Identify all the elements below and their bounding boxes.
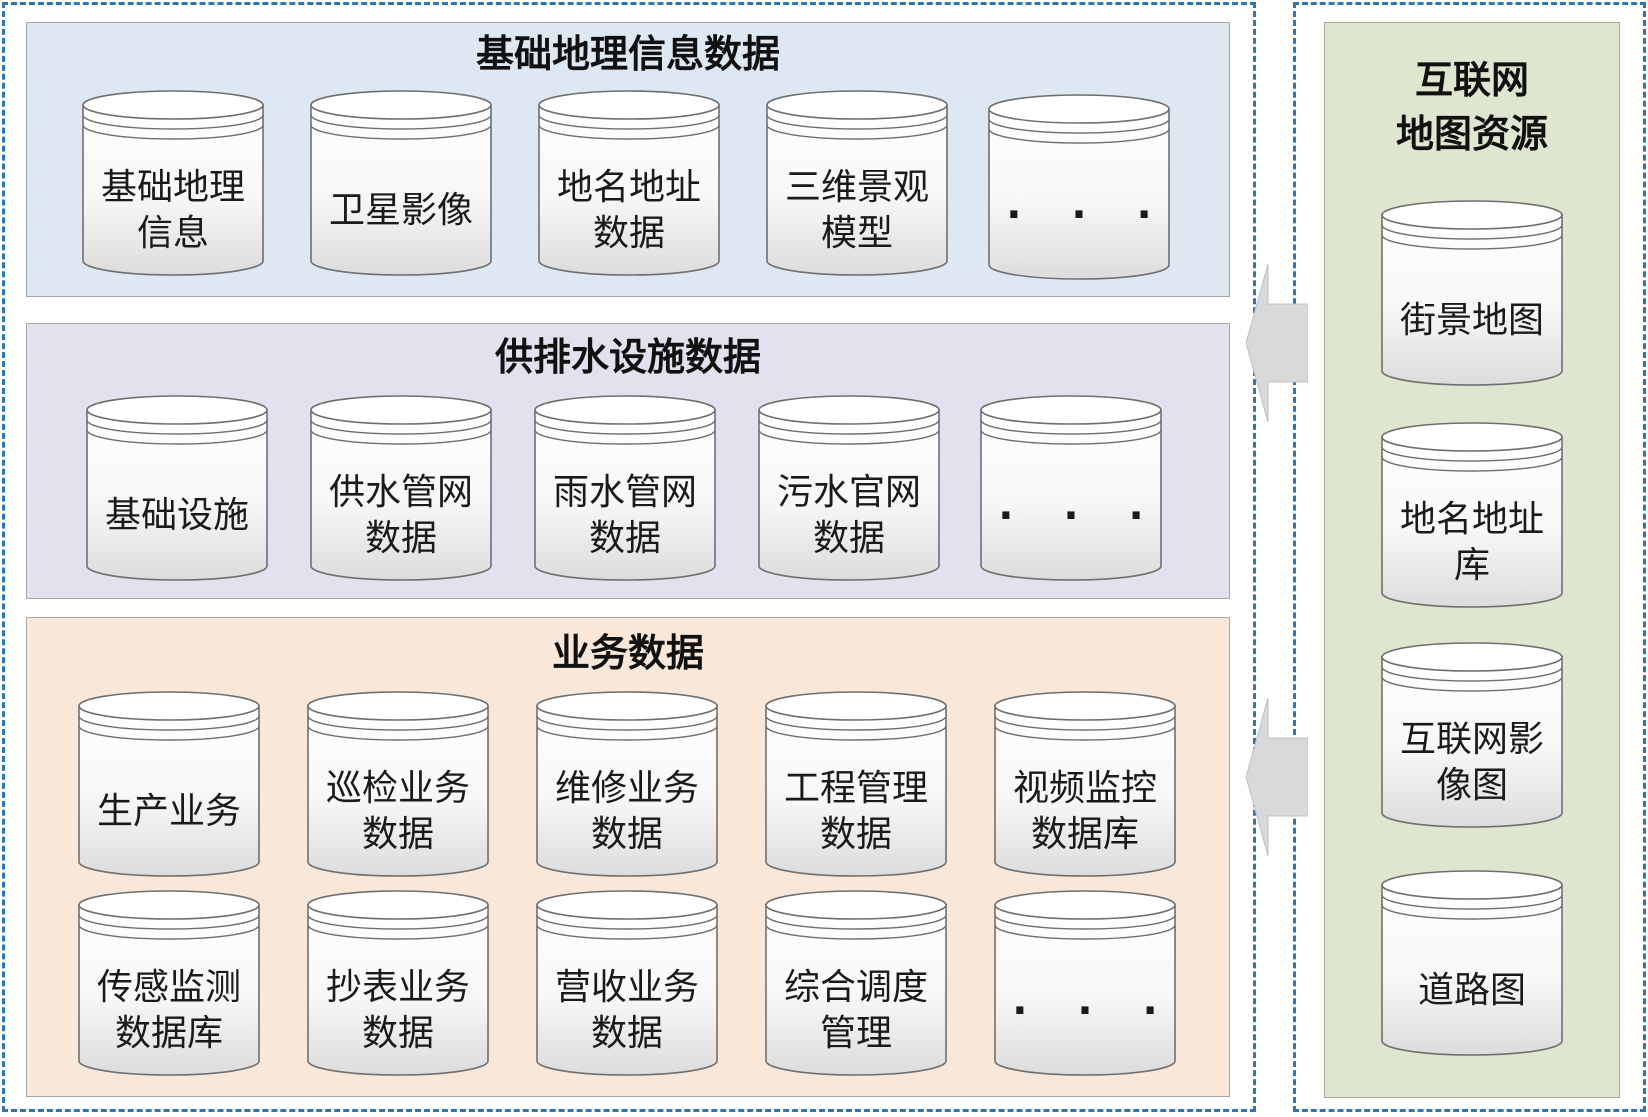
water-facility-panel: 供排水设施数据 基础设施 供水管网 数据 xyxy=(26,323,1230,599)
db-label: 工程管理 数据 xyxy=(783,768,928,855)
db-label: 维修业务 数据 xyxy=(554,768,699,855)
database-cylinder-icon xyxy=(307,890,489,1076)
ellipsis-label: · · · xyxy=(1006,192,1170,238)
db-label: 互联网影 像图 xyxy=(1399,719,1544,806)
database-cylinder-icon xyxy=(766,90,948,276)
database-cylinder-icon xyxy=(1381,642,1563,828)
db-label: 污水官网 数据 xyxy=(776,472,921,559)
database-cylinder-icon xyxy=(1381,200,1563,386)
internet-map-title: 互联网 地图资源 xyxy=(1395,58,1548,156)
db-label: 抄表业务 数据 xyxy=(325,967,470,1054)
database-cylinder-icon xyxy=(538,90,720,276)
business-data-panel: 业务数据 生产业务 巡检业务 数据 xyxy=(26,617,1230,1097)
db-label: 巡检业务 数据 xyxy=(325,768,470,855)
database-cylinder-icon xyxy=(765,691,947,877)
database-cylinder-icon xyxy=(765,890,947,1076)
db-label: 道路图 xyxy=(1417,970,1526,1011)
business-db-4[interactable]: 工程管理 数据 xyxy=(764,690,948,878)
business-data-title: 业务数据 xyxy=(551,631,704,675)
water-db-4[interactable]: 污水官网 数据 xyxy=(757,394,941,582)
main-data-frame xyxy=(2,2,1256,1112)
database-cylinder-icon xyxy=(1381,422,1563,608)
business-db-9[interactable]: 综合调度 管理 xyxy=(764,889,948,1077)
business-db-6[interactable]: 传感监测 数据库 xyxy=(77,889,261,1077)
db-label: 地名地址 数据 xyxy=(556,167,701,254)
geo-info-panel: 基础地理信息数据 基础地理 信息 卫星影像 xyxy=(26,22,1230,297)
database-cylinder-icon xyxy=(310,90,492,276)
db-label: 综合调度 管理 xyxy=(783,967,928,1054)
business-db-more[interactable]: · · · xyxy=(993,889,1177,1077)
geo-info-title: 基础地理信息数据 xyxy=(475,32,780,76)
database-cylinder-icon xyxy=(78,691,260,877)
database-cylinder-icon xyxy=(307,691,489,877)
database-cylinder-icon xyxy=(86,395,268,581)
database-cylinder-icon xyxy=(536,691,718,877)
database-cylinder-icon xyxy=(980,395,1162,581)
database-cylinder-icon xyxy=(994,890,1176,1076)
geo-db-3[interactable]: 地名地址 数据 xyxy=(537,89,721,277)
business-db-5[interactable]: 视频监控 数据库 xyxy=(993,690,1177,878)
internet-db-1[interactable]: 街景地图 xyxy=(1380,199,1564,387)
internet-db-2[interactable]: 地名地址 库 xyxy=(1380,421,1564,609)
water-db-more[interactable]: · · · xyxy=(979,394,1163,582)
water-db-3[interactable]: 雨水管网 数据 xyxy=(533,394,717,582)
db-label: 地名地址 库 xyxy=(1399,499,1544,586)
database-cylinder-icon xyxy=(536,890,718,1076)
database-cylinder-icon xyxy=(82,90,264,276)
database-cylinder-icon xyxy=(1381,870,1563,1056)
database-cylinder-icon xyxy=(994,691,1176,877)
db-label: 视频监控 数据库 xyxy=(1012,768,1157,855)
db-label: 卫星影像 xyxy=(328,190,473,231)
business-db-3[interactable]: 维修业务 数据 xyxy=(535,690,719,878)
geo-db-more[interactable]: · · · xyxy=(987,93,1171,281)
left-arrow-icon xyxy=(1245,697,1309,857)
geo-db-4[interactable]: 三维景观 模型 xyxy=(765,89,949,277)
db-label: 基础地理 信息 xyxy=(100,167,245,254)
db-label: 营收业务 数据 xyxy=(554,967,699,1054)
geo-db-1[interactable]: 基础地理 信息 xyxy=(81,89,265,277)
ellipsis-label: · · · xyxy=(1012,988,1176,1034)
business-db-1[interactable]: 生产业务 xyxy=(77,690,261,878)
db-label: 供水管网 数据 xyxy=(328,472,473,559)
business-db-8[interactable]: 营收业务 数据 xyxy=(535,889,719,1077)
water-facility-title: 供排水设施数据 xyxy=(494,335,761,379)
water-db-1[interactable]: 基础设施 xyxy=(85,394,269,582)
db-label: 三维景观 模型 xyxy=(784,167,929,254)
business-db-2[interactable]: 巡检业务 数据 xyxy=(306,690,490,878)
database-cylinder-icon xyxy=(758,395,940,581)
db-label: 传感监测 数据库 xyxy=(96,967,241,1054)
left-arrow-icon xyxy=(1245,263,1309,423)
database-cylinder-icon xyxy=(310,395,492,581)
db-label: 街景地图 xyxy=(1399,300,1544,341)
ellipsis-label: · · · xyxy=(998,493,1162,539)
water-db-2[interactable]: 供水管网 数据 xyxy=(309,394,493,582)
db-label: 生产业务 xyxy=(96,791,241,832)
internet-map-panel: 互联网 地图资源 街景地图 地名地址 库 xyxy=(1324,22,1620,1098)
database-cylinder-icon xyxy=(988,94,1170,280)
database-cylinder-icon xyxy=(534,395,716,581)
internet-db-4[interactable]: 道路图 xyxy=(1380,869,1564,1057)
geo-db-2[interactable]: 卫星影像 xyxy=(309,89,493,277)
business-db-7[interactable]: 抄表业务 数据 xyxy=(306,889,490,1077)
internet-db-3[interactable]: 互联网影 像图 xyxy=(1380,641,1564,829)
internet-resource-frame xyxy=(1293,2,1646,1112)
database-cylinder-icon xyxy=(78,890,260,1076)
db-label: 基础设施 xyxy=(104,495,249,536)
db-label: 雨水管网 数据 xyxy=(552,472,697,559)
